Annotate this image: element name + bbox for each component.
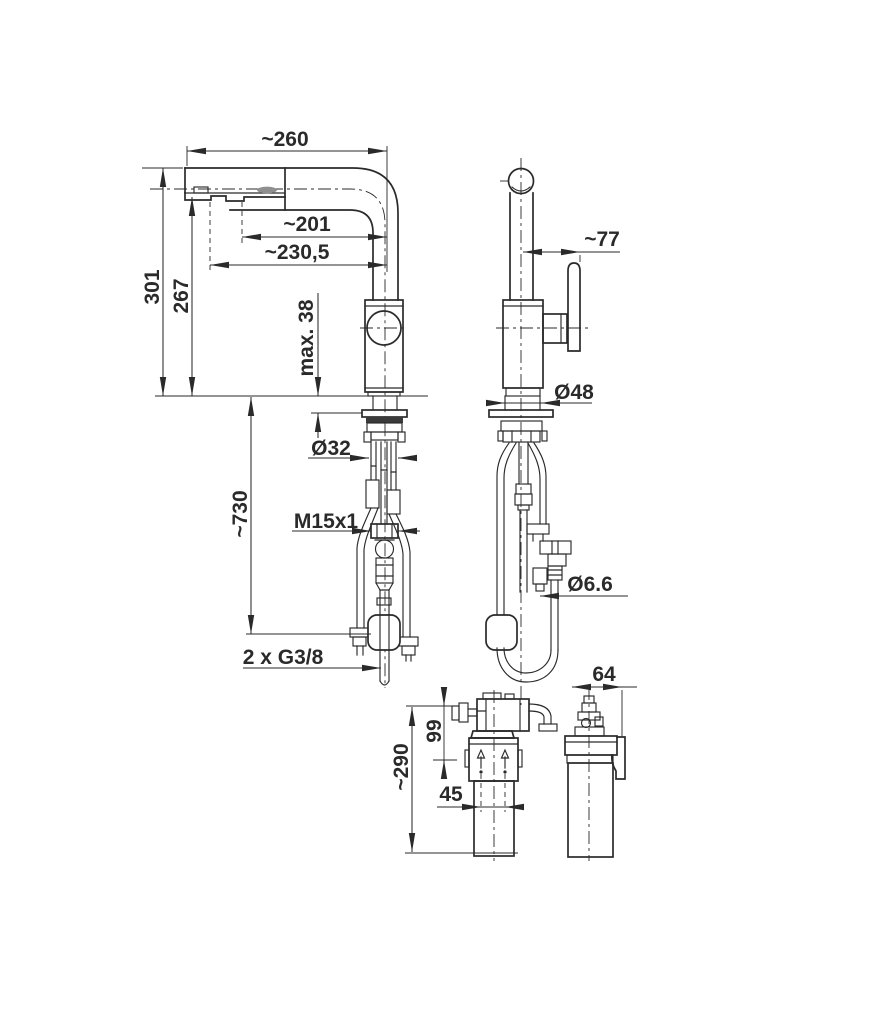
- spray-button: [193, 186, 209, 194]
- filter-cartridge: [473, 780, 515, 857]
- dim-filter-height: ~290: [390, 743, 413, 790]
- dim-handle-offset: ~77: [584, 228, 620, 251]
- hose-weight: [367, 614, 401, 651]
- right-hose-connector: [386, 489, 401, 515]
- side-view-dimensions: ~77 Ø48 Ø6.6: [486, 228, 628, 600]
- dim-supply: 2 x G3/8: [243, 646, 324, 669]
- spray-toggle-button: [257, 186, 277, 194]
- dim-deck-max: max. 38: [295, 299, 318, 376]
- dim-filter-head-height: 99: [423, 719, 446, 742]
- dim-port-spacing: 45: [439, 783, 463, 806]
- spout-centerline: [150, 188, 386, 688]
- front-view-dimensions: ~260 ~201 ~230,5 301 267 max. 38 ~730 Ø3…: [141, 128, 428, 672]
- check-valve: [375, 557, 394, 584]
- dim-height-total: 301: [141, 269, 164, 304]
- dim-reach-outer: ~230,5: [265, 241, 330, 264]
- g38-nut-left: [349, 627, 370, 638]
- dim-hole-dia: Ø32: [311, 437, 351, 460]
- filter-side-view: [564, 687, 626, 861]
- dim-height-outlet: 267: [170, 278, 193, 313]
- dim-reach-inner: ~201: [283, 213, 331, 236]
- dim-tube-dia: Ø6.6: [567, 573, 613, 596]
- filter-side-dimensions: 64: [572, 663, 637, 736]
- dim-hose-length: ~730: [229, 490, 252, 537]
- dim-spout-reach: ~260: [261, 128, 308, 151]
- mounting-bracket: [610, 736, 626, 780]
- dim-filter-width: 64: [592, 663, 616, 686]
- side-view-faucet: [485, 158, 588, 705]
- ball-joint: [366, 310, 402, 346]
- filter-front-dimensions: 99 ~290 45: [390, 687, 524, 854]
- side-base-flange: [488, 409, 554, 418]
- base-flange: [361, 409, 408, 418]
- filter-side-head: [564, 735, 618, 756]
- g38-nut-right: [398, 636, 419, 647]
- flow-arrow-right: [500, 748, 510, 769]
- filter-front-view: [451, 690, 558, 861]
- handle-hub: [542, 313, 568, 344]
- filter-side-cartridge: [567, 762, 614, 858]
- left-hose-connector: [365, 479, 380, 509]
- lever-handle: [567, 262, 581, 352]
- dim-base-dia: Ø48: [554, 381, 594, 404]
- gasket: [366, 417, 403, 423]
- spout-end-circle: [507, 167, 535, 195]
- small-valve: [532, 567, 548, 585]
- flow-arrow-left: [476, 748, 486, 769]
- tee-fitting: [539, 540, 572, 555]
- side-hose-weight: [485, 614, 518, 651]
- dim-hose-thread: M15x1: [294, 510, 359, 533]
